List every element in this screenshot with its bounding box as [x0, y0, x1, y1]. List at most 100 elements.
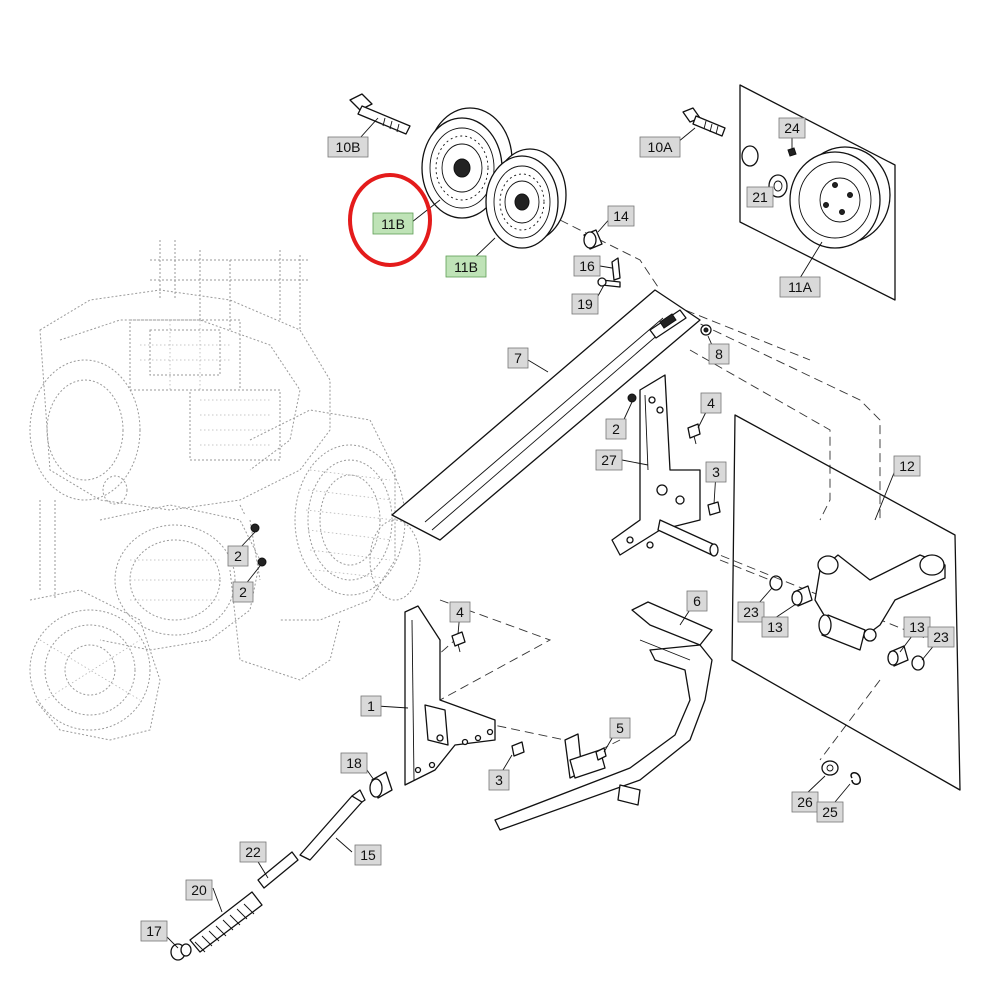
plate-7: [391, 289, 701, 541]
washer-23-left: [769, 575, 783, 591]
callout-3-lower[interactable]: 3: [488, 769, 510, 791]
svg-text:11B: 11B: [454, 259, 478, 275]
callout-12[interactable]: 12: [893, 455, 921, 477]
svg-text:17: 17: [146, 923, 162, 939]
svg-text:10B: 10B: [336, 139, 361, 155]
callout-19[interactable]: 19: [571, 293, 599, 315]
svg-text:10A: 10A: [648, 139, 674, 155]
callout-11B[interactable]: 11B: [445, 255, 487, 278]
callout-4-upper[interactable]: 4: [700, 392, 722, 414]
bolt-3-lower: [511, 741, 525, 757]
svg-text:1: 1: [367, 698, 375, 714]
drum-11a-frame: [739, 84, 896, 301]
svg-text:12: 12: [899, 458, 915, 474]
svg-text:18: 18: [346, 755, 362, 771]
callout-13-left[interactable]: 13: [761, 616, 789, 638]
bolt-5: [595, 747, 607, 761]
rod-15: [299, 789, 366, 861]
callout-10B[interactable]: 10B: [327, 136, 369, 158]
bolt-10a: [682, 107, 726, 137]
callout-14[interactable]: 14: [607, 205, 635, 227]
callout-15[interactable]: 15: [354, 844, 382, 866]
highlight-circle: [348, 173, 432, 267]
nut-2-left-b: [257, 557, 267, 567]
washer-26: [821, 760, 839, 776]
svg-text:2: 2: [612, 421, 620, 437]
bracket-1: [404, 605, 496, 786]
callout-18[interactable]: 18: [340, 752, 368, 774]
bearing-21: [768, 174, 788, 198]
drum-11a: [789, 146, 891, 249]
callout-2-left-a[interactable]: 2: [227, 545, 249, 567]
callout-23-left[interactable]: 23: [737, 601, 765, 623]
callout-27[interactable]: 27: [595, 449, 623, 471]
svg-text:22: 22: [245, 844, 261, 860]
bushing-13-left: [791, 585, 813, 607]
callout-20[interactable]: 20: [185, 879, 213, 901]
svg-text:8: 8: [715, 346, 723, 362]
svg-text:23: 23: [933, 629, 949, 645]
svg-text:4: 4: [707, 395, 715, 411]
callout-17[interactable]: 17: [140, 920, 168, 942]
bolt-4-upper: [687, 423, 701, 445]
callout-5[interactable]: 5: [609, 717, 631, 739]
washer-23-right: [911, 655, 925, 671]
bracket-5: [564, 733, 606, 779]
callout-6[interactable]: 6: [686, 590, 708, 612]
svg-text:20: 20: [191, 882, 207, 898]
callout-8[interactable]: 8: [708, 343, 730, 365]
svg-text:7: 7: [514, 350, 522, 366]
pin-16: [611, 257, 621, 281]
nut-2-left-a: [250, 523, 260, 533]
bolt-10b: [349, 93, 411, 135]
callout-7[interactable]: 7: [507, 347, 529, 369]
callout-1[interactable]: 1: [360, 695, 382, 717]
callout-23-right[interactable]: 23: [927, 626, 955, 648]
svg-text:14: 14: [613, 208, 629, 224]
svg-text:15: 15: [360, 847, 376, 863]
callout-11B-circled[interactable]: 11B: [372, 212, 414, 235]
bolt-3-upper: [707, 501, 721, 516]
pulley-11b-front: [485, 148, 567, 249]
bushing-18: [369, 771, 393, 799]
nut-2-upper: [627, 393, 637, 403]
bushing-14: [583, 229, 603, 250]
callout-16[interactable]: 16: [573, 255, 601, 277]
svg-text:23: 23: [743, 604, 759, 620]
callout-26[interactable]: 26: [791, 791, 819, 813]
clip-25: [850, 772, 861, 785]
svg-text:16: 16: [579, 258, 595, 274]
panel-12: [731, 414, 961, 791]
pin-19: [597, 277, 621, 288]
svg-text:24: 24: [784, 120, 800, 136]
svg-text:19: 19: [577, 296, 593, 312]
sleeve-22: [257, 851, 299, 889]
bolt-4-lower: [451, 631, 466, 653]
svg-text:5: 5: [616, 720, 624, 736]
callout-13-right[interactable]: 13: [903, 616, 931, 638]
svg-text:11A: 11A: [788, 279, 813, 295]
callout-22[interactable]: 22: [239, 841, 267, 863]
callout-3-upper[interactable]: 3: [705, 461, 727, 483]
svg-text:27: 27: [601, 452, 617, 468]
svg-text:3: 3: [495, 772, 503, 788]
callout-2-left-b[interactable]: 2: [232, 581, 254, 603]
svg-text:4: 4: [456, 604, 464, 620]
svg-text:13: 13: [909, 619, 925, 635]
svg-text:13: 13: [767, 619, 783, 635]
callout-4-lower[interactable]: 4: [449, 601, 471, 623]
callout-10A[interactable]: 10A: [639, 136, 681, 158]
callout-25[interactable]: 25: [816, 801, 844, 823]
spring-20: [189, 891, 263, 953]
snap-ring-21: [741, 145, 759, 167]
callout-24[interactable]: 24: [778, 117, 806, 139]
callout-11A[interactable]: 11A: [779, 276, 821, 298]
nut-8: [700, 324, 712, 336]
callout-2-upper[interactable]: 2: [605, 418, 627, 440]
svg-text:26: 26: [797, 794, 813, 810]
washer-17: [170, 943, 192, 961]
callout-21[interactable]: 21: [746, 186, 774, 208]
svg-text:25: 25: [822, 804, 838, 820]
